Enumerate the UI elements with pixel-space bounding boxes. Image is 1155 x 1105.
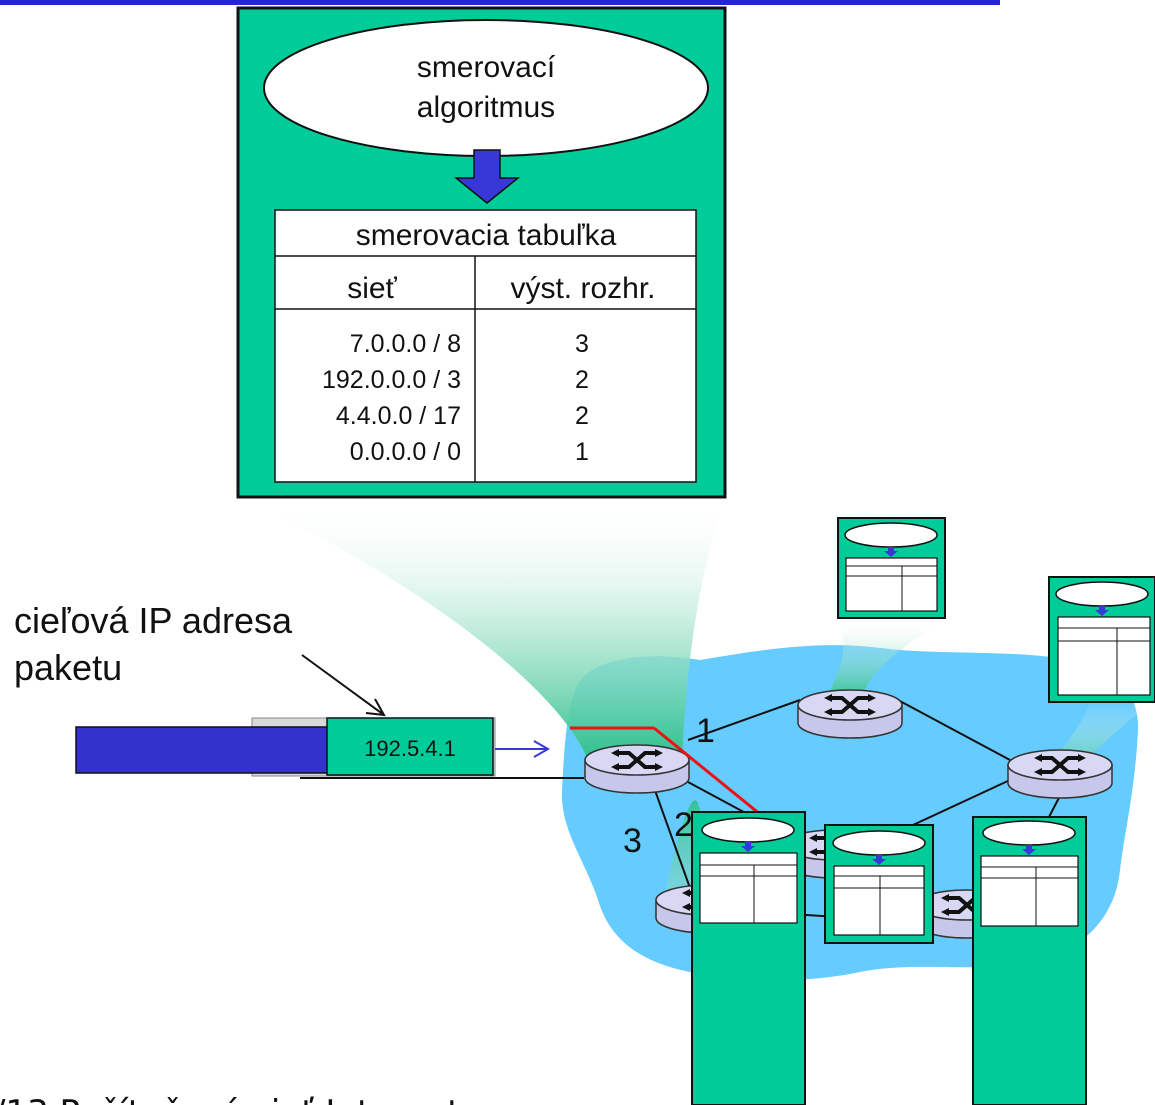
packet-address: 192.5.4.1 — [364, 736, 456, 761]
interface-1-label: 1 — [696, 712, 715, 750]
row-interface: 2 — [575, 366, 589, 394]
packet: 192.5.4.1 — [75, 717, 496, 777]
row-network: 7.0.0.0 / 8 — [350, 330, 461, 358]
column-interface: výst. rozhr. — [510, 272, 655, 305]
row-interface: 1 — [575, 438, 589, 466]
algorithm-label-line1: smerovací — [417, 51, 556, 84]
row-interface: 3 — [575, 330, 589, 358]
mini-table-bottom-right — [972, 816, 1087, 1105]
packet-body — [75, 726, 335, 774]
mini-table-top — [837, 517, 946, 619]
row-network: 0.0.0.0 / 0 — [350, 438, 461, 466]
row-network: 4.4.0.0 / 17 — [336, 402, 461, 430]
table-beam — [238, 497, 725, 760]
mini-table-bottom-mid — [824, 824, 934, 944]
table-title: smerovacia tabuľka — [356, 219, 617, 252]
router-right[interactable] — [1006, 748, 1114, 800]
packet-caption-line1: cieľová IP adresa — [14, 600, 293, 641]
mini-table-bottom-left-visible — [691, 811, 806, 1105]
row-network: 192.0.0.0 / 3 — [322, 366, 461, 394]
packet-caption-line2: paketu — [14, 647, 122, 688]
router-main[interactable] — [583, 743, 691, 795]
beam-top — [826, 618, 945, 700]
packet-header — [326, 717, 494, 776]
algorithm-label-line2: algoritmus — [417, 91, 555, 124]
interface-3-label: 3 — [623, 822, 642, 860]
row-interface: 2 — [575, 402, 589, 430]
router-top[interactable] — [796, 688, 904, 740]
algorithm-ellipse — [263, 19, 709, 157]
interface-2-label: 2 — [674, 806, 693, 844]
title-bar — [0, 0, 1000, 5]
footer-text: /13 Počítačová sieť Internet — [0, 1093, 460, 1105]
column-network: sieť — [347, 272, 397, 305]
routing-box: smerovací algoritmus smerovacia tabuľka … — [236, 6, 727, 499]
packet-arrow — [495, 740, 551, 758]
down-arrow-icon — [453, 149, 521, 204]
caption-pointer — [301, 654, 386, 717]
mini-table-right — [1048, 576, 1155, 703]
